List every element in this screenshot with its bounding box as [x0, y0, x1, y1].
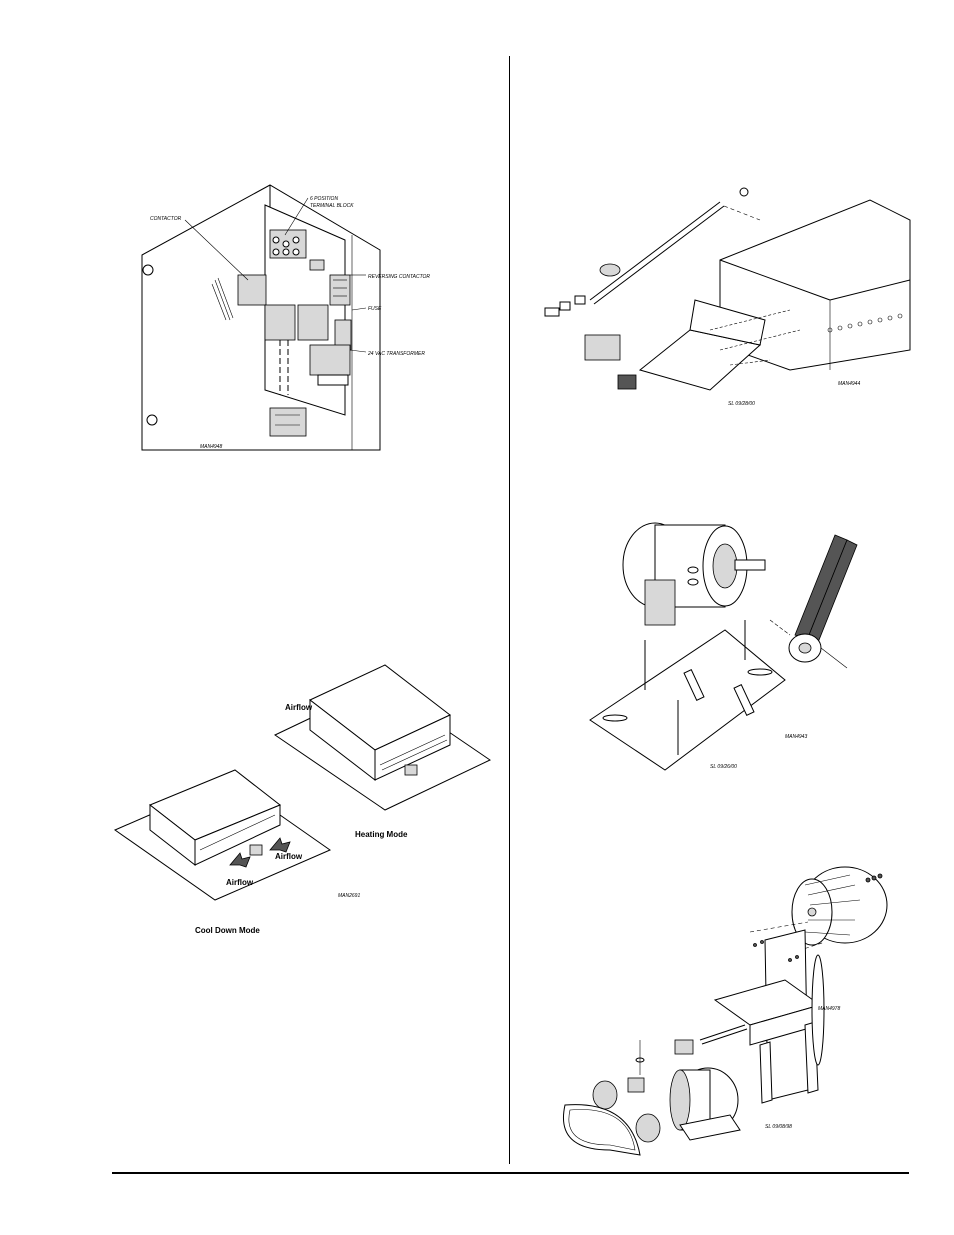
column-divider	[509, 56, 510, 1164]
label-contactor: CONTACTOR	[150, 216, 182, 222]
airflow-label-left: Airflow	[226, 878, 254, 887]
drawing-id: MAN4948	[200, 444, 222, 450]
revision: SL 09/08/98	[765, 1124, 792, 1130]
revision: SL 09/28/00	[728, 401, 755, 407]
airflow-modes-diagram: Airflow Airflow Airflow Heating Mode MAN…	[110, 655, 492, 945]
motor-mount-diagram: MAN4943 SL 09/26/00	[585, 520, 875, 780]
airflow-label-right: Airflow	[275, 852, 303, 861]
drawing-id: MAN2691	[338, 893, 360, 899]
drawing-id: MAN4978	[818, 1006, 840, 1012]
label-reversing-contactor: REVERSING CONTACTOR	[368, 274, 430, 280]
footer-rule	[112, 1172, 909, 1174]
control-box-diagram: CONTACTOR 6 POSITION TERMINAL BLOCK REVE…	[130, 180, 430, 460]
drawing-id: MAN4943	[785, 734, 807, 740]
label-transformer: 24 VAC TRANSFORMER	[367, 351, 425, 357]
label-fuse: FUSE	[368, 306, 382, 312]
revision: SL 09/26/00	[710, 764, 737, 770]
drawing-id: MAN4944	[838, 381, 860, 387]
airflow-label-top: Airflow	[285, 703, 313, 712]
label-terminal-block-1: 6 POSITION	[310, 196, 338, 202]
cool-down-mode-label: Cool Down Mode	[195, 926, 260, 935]
heating-mode-label: Heating Mode	[355, 830, 408, 839]
blower-assembly-diagram: MAN4978 SL 09/08/98	[550, 860, 890, 1160]
label-terminal-block-2: TERMINAL BLOCK	[310, 203, 354, 209]
damper-assembly-diagram: MAN4944 SL 09/28/00	[530, 180, 920, 410]
